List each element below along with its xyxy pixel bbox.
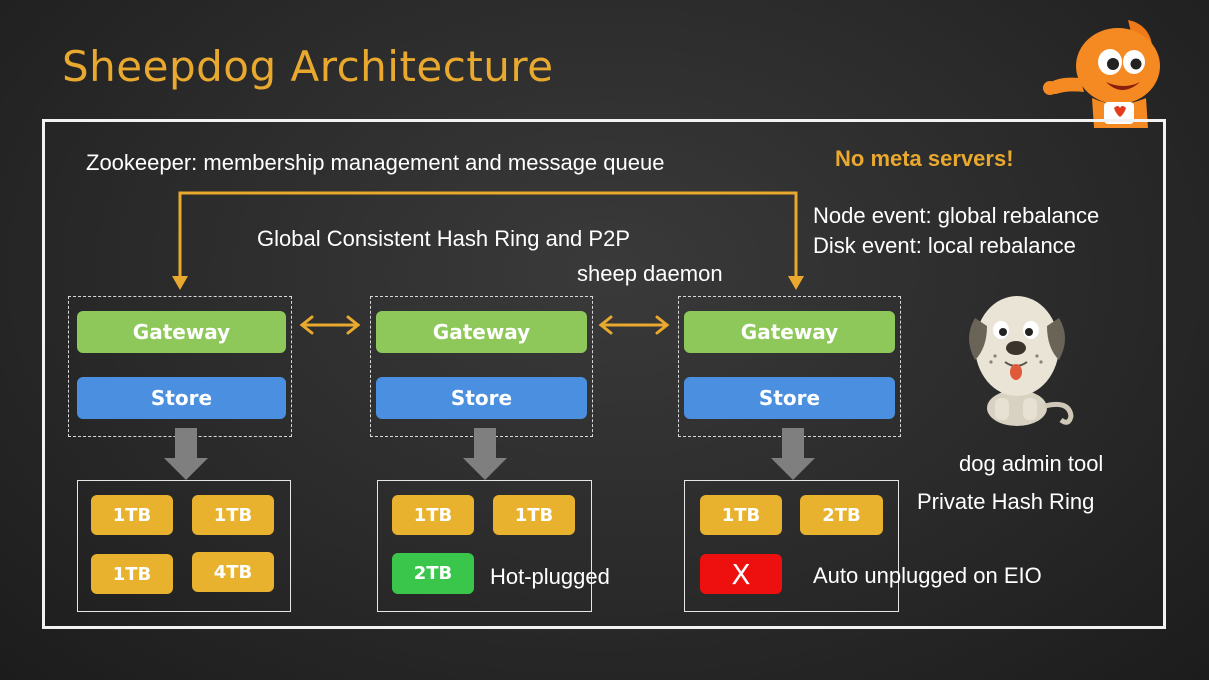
disk-1tb: 1TB	[91, 495, 173, 535]
disk-4tb: 4TB	[192, 552, 274, 592]
disk-1tb: 1TB	[700, 495, 782, 535]
diagram-frame	[42, 119, 1166, 629]
no-meta-servers-label: No meta servers!	[835, 146, 1014, 171]
disk-1tb: 1TB	[493, 495, 575, 535]
disk-group-3	[684, 480, 899, 612]
hot-plugged-label: Hot-plugged	[490, 564, 610, 589]
down-arrow-icon	[164, 428, 208, 480]
down-arrow-icon	[771, 428, 815, 480]
disk-1tb: 1TB	[392, 495, 474, 535]
disk-1tb: 1TB	[91, 554, 173, 594]
store-3: Store	[684, 377, 895, 419]
dog-admin-label: dog admin tool	[959, 451, 1104, 476]
zookeeper-connector	[178, 191, 798, 278]
disk-2tb: 2TB	[800, 495, 883, 535]
arrowhead-right	[788, 276, 804, 290]
disk-1tb: 1TB	[192, 495, 274, 535]
hash-ring-label: Global Consistent Hash Ring and P2P	[257, 226, 630, 251]
disk-2tb-hotplugged: 2TB	[392, 553, 474, 594]
page-title: Sheepdog Architecture	[62, 42, 554, 91]
zookeeper-label: Zookeeper: membership management and mes…	[86, 150, 665, 175]
gateway-3: Gateway	[684, 311, 895, 353]
store-2: Store	[376, 377, 587, 419]
down-arrow-icon	[463, 428, 507, 480]
disk-group-1	[77, 480, 291, 612]
disk-group-2	[377, 480, 592, 612]
arrowhead-left	[172, 276, 188, 290]
store-1: Store	[77, 377, 286, 419]
gateway-1: Gateway	[77, 311, 286, 353]
private-hash-ring-label: Private Hash Ring	[917, 489, 1095, 514]
failed-disk: X	[700, 554, 782, 594]
gateway-2: Gateway	[376, 311, 587, 353]
node-event-label: Node event: global rebalance	[813, 203, 1100, 228]
sheep-daemon-label: sheep daemon	[577, 261, 723, 286]
dog-mascot-icon	[969, 296, 1074, 426]
auto-unplugged-label: Auto unplugged on EIO	[813, 563, 1042, 588]
disk-event-label: Disk event: local rebalance	[813, 233, 1076, 258]
